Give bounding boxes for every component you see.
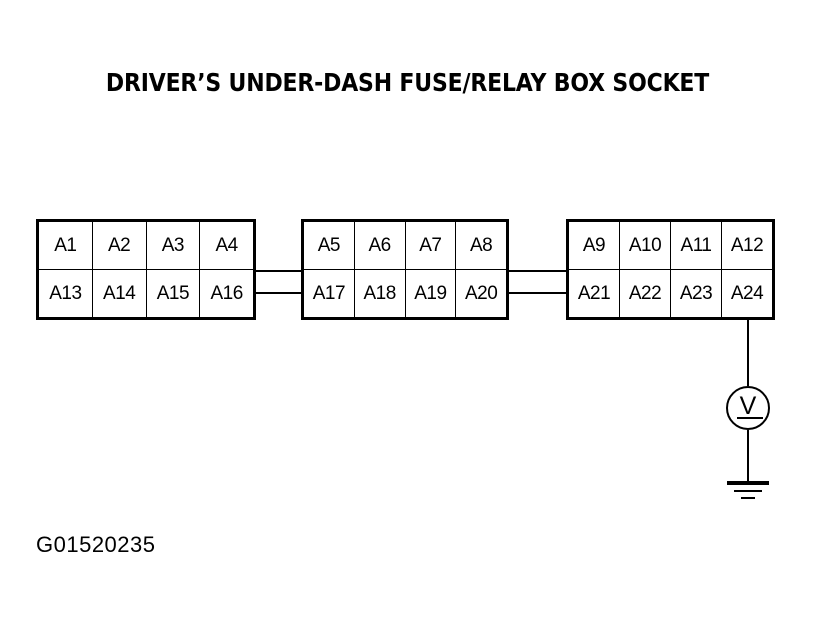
connector-block-2[interactable]: A5 A6 A7 A8 A17 A18 A19 A20 [301,219,509,320]
terminal-a14[interactable]: A14 [93,270,147,317]
connector-block-3-top-row: A9 A10 A11 A12 [569,222,772,270]
terminal-a21[interactable]: A21 [569,270,620,317]
terminal-a13[interactable]: A13 [39,270,93,317]
dc-voltmeter: V [726,386,770,430]
connector-block-1[interactable]: A1 A2 A3 A4 A13 A14 A15 A16 [36,219,256,320]
terminal-a6[interactable]: A6 [355,222,406,269]
terminal-a18[interactable]: A18 [355,270,406,317]
connector-block-3[interactable]: A9 A10 A11 A12 A21 A22 A23 A24 [566,219,775,320]
wire-block1-block2-upper [253,270,304,272]
terminal-a9[interactable]: A9 [569,222,620,269]
terminal-a3[interactable]: A3 [147,222,201,269]
chassis-ground-bar-2 [734,490,762,492]
terminal-a10[interactable]: A10 [620,222,671,269]
terminal-a15[interactable]: A15 [147,270,201,317]
connector-block-3-bottom-row: A21 A22 A23 A24 [569,270,772,317]
page-title: DRIVER’S UNDER-DASH FUSE/RELAY BOX SOCKE… [105,68,710,97]
wire-block1-block2-lower [253,292,304,294]
terminal-a4[interactable]: A4 [215,234,239,256]
terminal-a11[interactable]: A11 [671,222,722,269]
terminal-a8[interactable]: A8 [470,234,493,256]
wire-voltmeter-to-ground [747,430,749,482]
terminal-a17[interactable]: A17 [304,270,355,317]
wire-block2-block3-upper [506,270,569,272]
connector-block-2-bottom-row: A17 A18 A19 A20 [304,270,506,317]
terminal-a20[interactable]: A20 [464,282,498,304]
connector-block-2-top-row: A5 A6 A7 A8 [304,222,506,270]
terminal-a22[interactable]: A22 [620,270,671,317]
terminal-a16[interactable]: A16 [210,282,243,304]
terminal-a23[interactable]: A23 [671,270,722,317]
chassis-ground-bar-3 [741,497,755,499]
wire-block2-block3-lower [506,292,569,294]
terminal-a2[interactable]: A2 [93,222,147,269]
chassis-ground-bar-1 [727,481,769,485]
voltmeter-dc-bar [737,417,763,419]
terminal-a24[interactable]: A24 [730,282,764,304]
connector-block-1-bottom-row: A13 A14 A15 A16 [39,270,253,317]
terminal-a1[interactable]: A1 [39,222,93,269]
figure-caption: G01520235 [36,532,156,557]
voltmeter-label: V [739,392,757,420]
terminal-a12[interactable]: A12 [730,234,764,256]
terminal-a7[interactable]: A7 [406,222,457,269]
wire-a24-to-voltmeter [747,318,749,386]
connector-block-1-top-row: A1 A2 A3 A4 [39,222,253,270]
terminal-a19[interactable]: A19 [406,270,457,317]
terminal-a5[interactable]: A5 [304,222,355,269]
